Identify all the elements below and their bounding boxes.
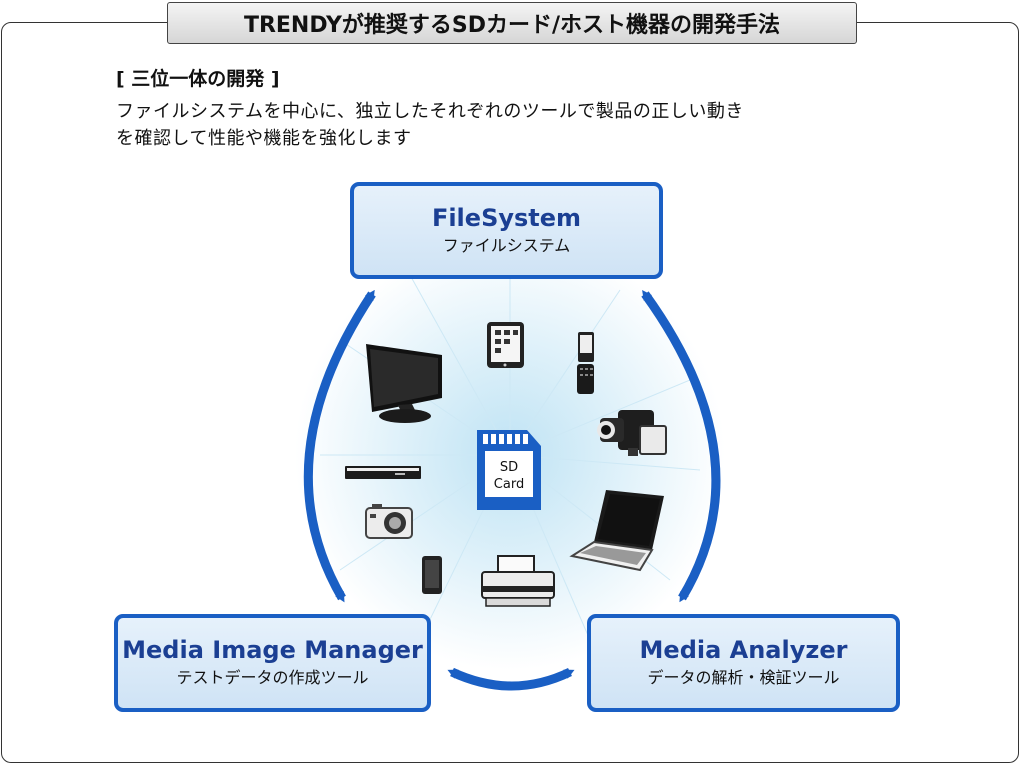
flip-phone-icon [577,332,594,394]
sd-card-icon: SD Card [477,430,541,510]
filesystem-subtitle: ファイルシステム [442,235,571,255]
section-heading: [ 三位一体の開発 ] [116,68,280,90]
arrow-image-manager-to-analyzer [447,667,575,691]
monitor-icon [366,344,442,423]
arrow-filesystem-to-image-manager [303,289,376,603]
section-description: ファイルシステムを中心に、独立したそれぞれのツールで製品の正しい動き を確認して… [116,98,936,152]
laptop-icon [569,490,664,572]
printer-icon [481,555,555,607]
camera-icon [365,504,413,539]
camcorder-icon [597,410,667,456]
media-analyzer-node: Media Analyzer データの解析・検証ツール [587,614,900,712]
description-line-1: ファイルシステムを中心に、独立したそれぞれのツールで製品の正しい動き [116,101,744,122]
filesystem-node: FileSystem ファイルシステム [350,182,663,279]
media-analyzer-subtitle: データの解析・検証ツール [647,668,840,687]
sd-card-label-1: SD [500,460,518,475]
media-image-manager-title: Media Image Manager [122,636,423,664]
sd-card-label-2: Card [494,477,524,492]
description-line-2: を確認して性能や機能を強化します [116,128,412,149]
media-analyzer-title: Media Analyzer [639,636,848,664]
set-top-box-icon [345,466,421,479]
page-title: TRENDYが推奨するSDカード/ホスト機器の開発手法 [167,2,857,44]
tablet-icon [487,322,524,368]
filesystem-title: FileSystem [431,203,582,232]
media-image-manager-subtitle: テストデータの作成ツール [176,668,369,687]
smartphone-icon [422,556,442,594]
media-image-manager-node: Media Image Manager テストデータの作成ツール [114,614,431,712]
arrow-filesystem-to-analyzer [641,289,721,603]
